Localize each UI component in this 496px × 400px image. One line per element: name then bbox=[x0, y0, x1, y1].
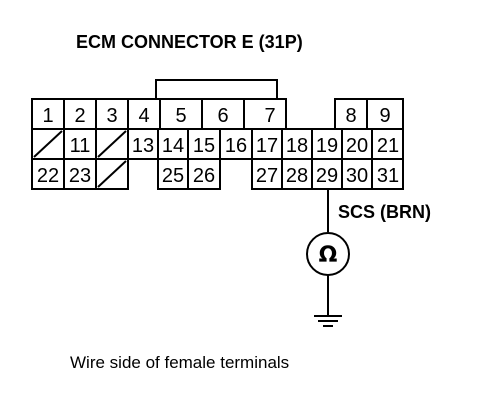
svg-text:20: 20 bbox=[346, 135, 368, 157]
svg-text:16: 16 bbox=[225, 135, 247, 157]
terminal-30: 30 bbox=[341, 158, 373, 190]
ohmmeter-icon: Ω bbox=[306, 232, 350, 276]
connector-lock-tab bbox=[155, 79, 278, 99]
connector-title: ECM CONNECTOR E (31P) bbox=[76, 32, 303, 52]
terminal-6: 6 bbox=[201, 98, 245, 130]
terminal-29: 29 bbox=[311, 158, 343, 190]
svg-text:23: 23 bbox=[69, 165, 91, 187]
terminal-blank-12 bbox=[95, 128, 129, 160]
diagonal-slash-icon bbox=[97, 130, 127, 158]
svg-text:27: 27 bbox=[256, 165, 278, 187]
terminal-row-2: 11 13 14 15 16 17 18 bbox=[31, 128, 404, 160]
terminal-5: 5 bbox=[159, 98, 203, 130]
svg-text:4: 4 bbox=[138, 105, 149, 127]
svg-text:Ω: Ω bbox=[319, 243, 338, 268]
diagonal-slash-icon bbox=[33, 130, 63, 158]
svg-text:17: 17 bbox=[256, 135, 278, 157]
terminal-19: 19 bbox=[311, 128, 343, 160]
terminal-row-1: 1 2 3 4 5 6 7 8 bbox=[31, 98, 404, 130]
diagonal-slash-icon bbox=[97, 160, 127, 188]
terminal-9: 9 bbox=[366, 98, 404, 130]
terminal-row-3: 22 23 25 26 27 28 29 bbox=[31, 158, 404, 190]
terminal-26: 26 bbox=[187, 158, 221, 190]
terminal-11: 11 bbox=[63, 128, 97, 160]
terminal-2: 2 bbox=[63, 98, 97, 130]
ground-icon bbox=[314, 315, 342, 327]
svg-text:29: 29 bbox=[316, 165, 338, 187]
wire-label: SCS (BRN) bbox=[338, 202, 431, 222]
svg-text:26: 26 bbox=[193, 165, 215, 187]
svg-text:9: 9 bbox=[379, 105, 390, 127]
svg-text:30: 30 bbox=[346, 165, 368, 187]
svg-text:15: 15 bbox=[193, 135, 215, 157]
terminal-7: 7 bbox=[243, 98, 287, 130]
terminal-14: 14 bbox=[157, 128, 189, 160]
svg-text:13: 13 bbox=[132, 135, 154, 157]
terminal-17: 17 bbox=[251, 128, 283, 160]
svg-text:19: 19 bbox=[316, 135, 338, 157]
terminal-blank-24 bbox=[95, 158, 129, 190]
terminal-16: 16 bbox=[219, 128, 253, 160]
svg-text:8: 8 bbox=[345, 105, 356, 127]
terminal-8: 8 bbox=[334, 98, 368, 130]
terminal-31: 31 bbox=[371, 158, 404, 190]
svg-text:2: 2 bbox=[74, 105, 85, 127]
svg-text:7: 7 bbox=[264, 105, 275, 127]
svg-text:5: 5 bbox=[175, 105, 186, 127]
terminal-21: 21 bbox=[371, 128, 404, 160]
svg-text:14: 14 bbox=[162, 135, 184, 157]
svg-text:21: 21 bbox=[377, 135, 399, 157]
terminal-27: 27 bbox=[251, 158, 283, 190]
svg-text:1: 1 bbox=[42, 105, 53, 127]
terminal-20: 20 bbox=[341, 128, 373, 160]
terminal-15: 15 bbox=[187, 128, 221, 160]
svg-text:6: 6 bbox=[217, 105, 228, 127]
terminal-25: 25 bbox=[157, 158, 189, 190]
svg-text:31: 31 bbox=[377, 165, 399, 187]
terminal-3: 3 bbox=[95, 98, 129, 130]
terminal-18: 18 bbox=[281, 128, 313, 160]
terminal-28: 28 bbox=[281, 158, 313, 190]
svg-text:18: 18 bbox=[286, 135, 308, 157]
svg-text:22: 22 bbox=[37, 165, 59, 187]
terminal-13: 13 bbox=[127, 128, 159, 160]
svg-text:3: 3 bbox=[106, 105, 117, 127]
svg-text:25: 25 bbox=[162, 165, 184, 187]
svg-text:11: 11 bbox=[70, 135, 91, 157]
terminal-blank-10 bbox=[31, 128, 65, 160]
terminal-4: 4 bbox=[127, 98, 161, 130]
terminal-22: 22 bbox=[31, 158, 65, 190]
diagram-caption: Wire side of female terminals bbox=[70, 353, 289, 372]
terminal-1: 1 bbox=[31, 98, 65, 130]
svg-text:28: 28 bbox=[286, 165, 308, 187]
terminal-23: 23 bbox=[63, 158, 97, 190]
